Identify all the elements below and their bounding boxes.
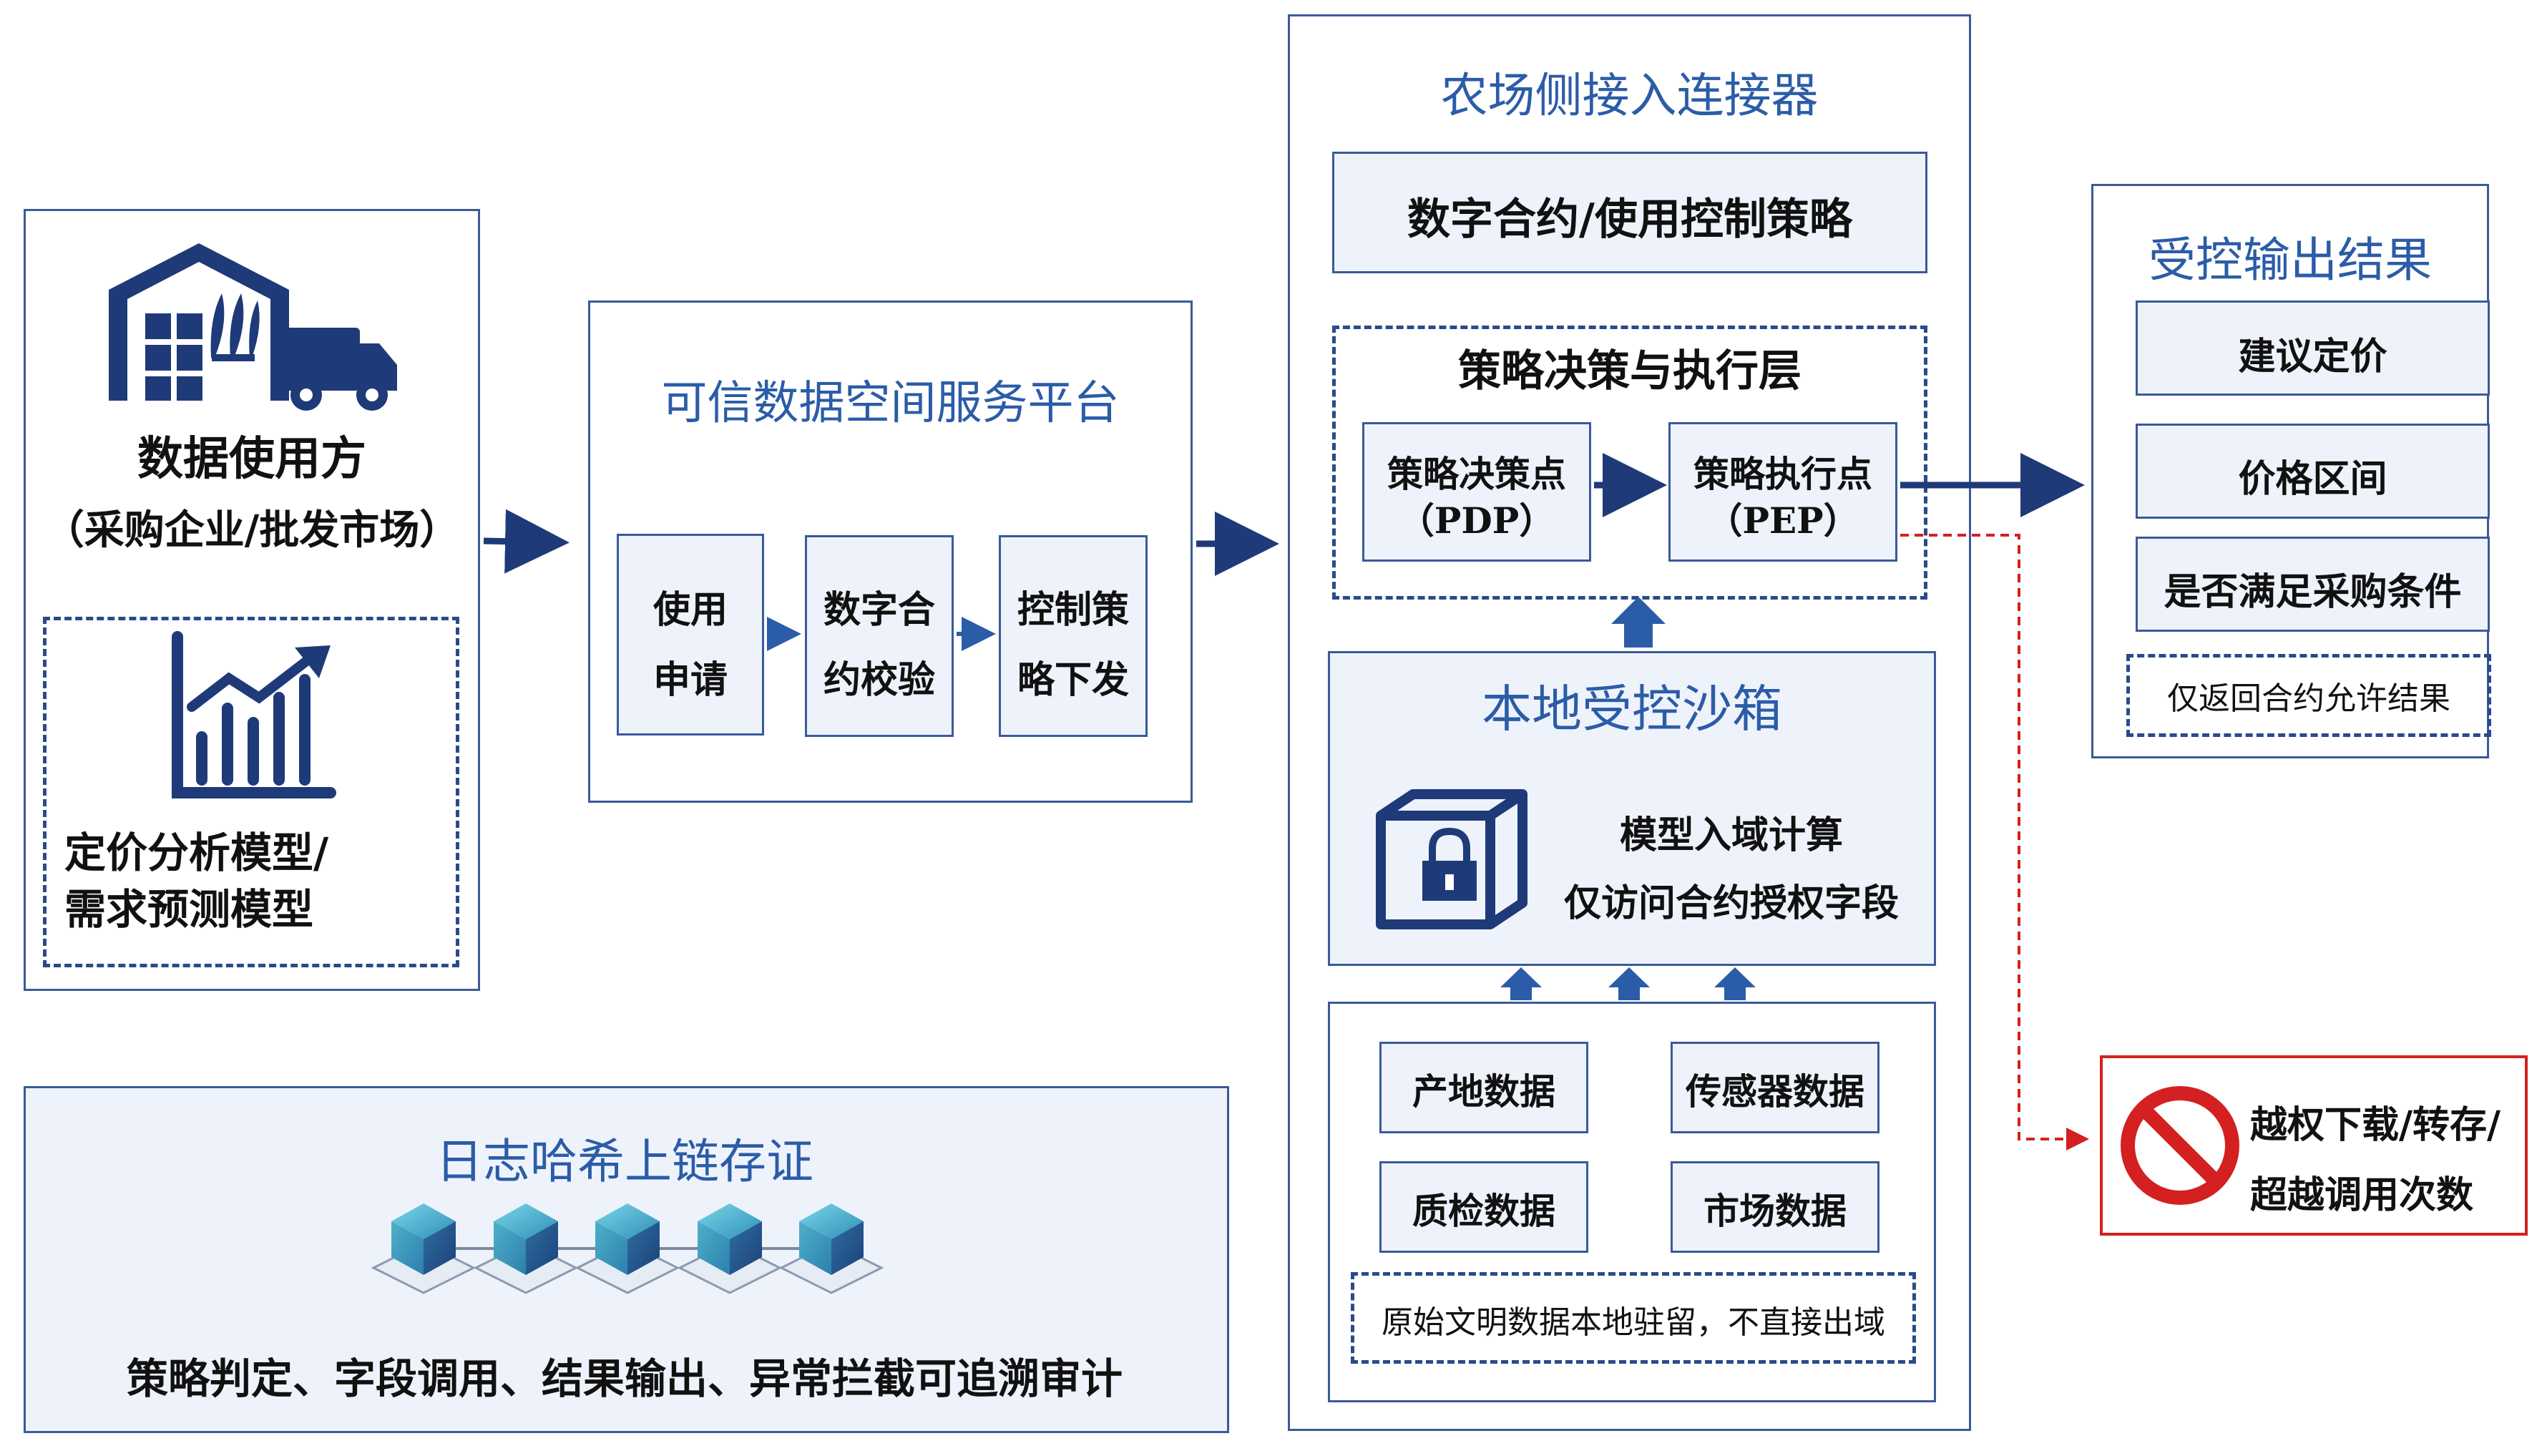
data-user-subtitle: （采购企业/批发市场） xyxy=(44,507,460,554)
data-source-origin xyxy=(1379,1042,1588,1133)
arrow-user-to-platform xyxy=(483,509,569,574)
policy-layer-title: 策略决策与执行层 xyxy=(1458,346,1802,396)
step-policy-dispatch-line1: 控制策 xyxy=(1017,588,1129,632)
output-item-price xyxy=(2136,301,2490,396)
output-item-price-label: 建议定价 xyxy=(2238,335,2387,378)
audit-desc: 策略判定、字段调用、结果输出、异常拦截可追溯审计 xyxy=(126,1354,1123,1403)
arrow-data-to-sandbox-2 xyxy=(1608,967,1650,1000)
pdp-box xyxy=(1362,422,1591,562)
models-line1: 定价分析模型/ xyxy=(64,829,329,877)
step-contract-check-line1: 数字合 xyxy=(823,588,935,632)
data-source-sensor-label: 传感器数据 xyxy=(1686,1070,1864,1113)
sandbox-title: 本地受控沙箱 xyxy=(1482,680,1782,738)
step-usage-request-line2: 申请 xyxy=(652,658,728,702)
data-source-quality xyxy=(1379,1161,1588,1253)
data-source-market xyxy=(1671,1161,1879,1253)
truck-icon xyxy=(278,328,397,411)
data-source-origin-label: 产地数据 xyxy=(1412,1070,1555,1113)
step-policy-dispatch-line2: 略下发 xyxy=(1017,658,1129,702)
sandbox-line2: 仅访问合约授权字段 xyxy=(1563,881,1899,925)
arrow-data-to-sandbox-1 xyxy=(1500,967,1542,1000)
data-user-title: 数据使用方 xyxy=(137,432,366,486)
pep-line2: （PEP） xyxy=(1706,499,1859,542)
warehouse-icon xyxy=(109,243,289,401)
connector-title: 农场侧接入连接器 xyxy=(1440,68,1819,123)
models-dashed-box xyxy=(43,617,459,967)
output-title: 受控输出结果 xyxy=(2149,233,2432,288)
output-item-condition-label: 是否满足采购条件 xyxy=(2164,570,2462,614)
sandbox-box xyxy=(1328,651,1936,966)
arrow-sandbox-to-policy xyxy=(1611,597,1666,648)
step-policy-dispatch xyxy=(999,535,1148,737)
arrow-pep-to-violation xyxy=(1900,534,2089,1150)
step-usage-request-line1: 使用 xyxy=(652,588,728,632)
output-item-range xyxy=(2136,424,2490,519)
platform-title: 可信数据空间服务平台 xyxy=(661,377,1120,430)
step-contract-check xyxy=(805,535,954,737)
sandbox-line1: 模型入域计算 xyxy=(1619,813,1843,857)
output-item-range-label: 价格区间 xyxy=(2238,457,2387,501)
data-note-dashed-box xyxy=(1351,1272,1916,1364)
data-source-market-label: 市场数据 xyxy=(1703,1190,1847,1232)
output-item-condition xyxy=(2136,537,2490,632)
pdp-line2: （PDP） xyxy=(1398,499,1555,542)
data-note-label: 原始文明数据本地驻留，不直接出域 xyxy=(1382,1304,1885,1341)
data-source-sensor xyxy=(1671,1042,1879,1133)
output-note-label: 仅返回合约允许结果 xyxy=(2167,680,2450,717)
policy-layer-dashed-box xyxy=(1332,326,1927,600)
contract-policy-box xyxy=(1332,152,1927,273)
models-line2: 需求预测模型 xyxy=(64,885,314,934)
step-contract-check-line2: 约校验 xyxy=(823,658,935,702)
data-source-quality-label: 质检数据 xyxy=(1412,1190,1555,1232)
audit-title: 日志哈希上链存证 xyxy=(436,1134,813,1189)
pep-line1: 策略执行点 xyxy=(1693,453,1872,495)
violation-line1: 越权下载/转存/ xyxy=(2250,1103,2501,1147)
step-usage-request xyxy=(617,534,764,736)
violation-line2: 超越调用次数 xyxy=(2250,1173,2474,1217)
output-note-dashed-box xyxy=(2126,654,2491,737)
pdp-line1: 策略决策点 xyxy=(1387,453,1566,495)
contract-policy-label: 数字合约/使用控制策略 xyxy=(1407,195,1852,245)
arrow-data-to-sandbox-3 xyxy=(1714,967,1756,1000)
pep-box xyxy=(1668,422,1897,562)
